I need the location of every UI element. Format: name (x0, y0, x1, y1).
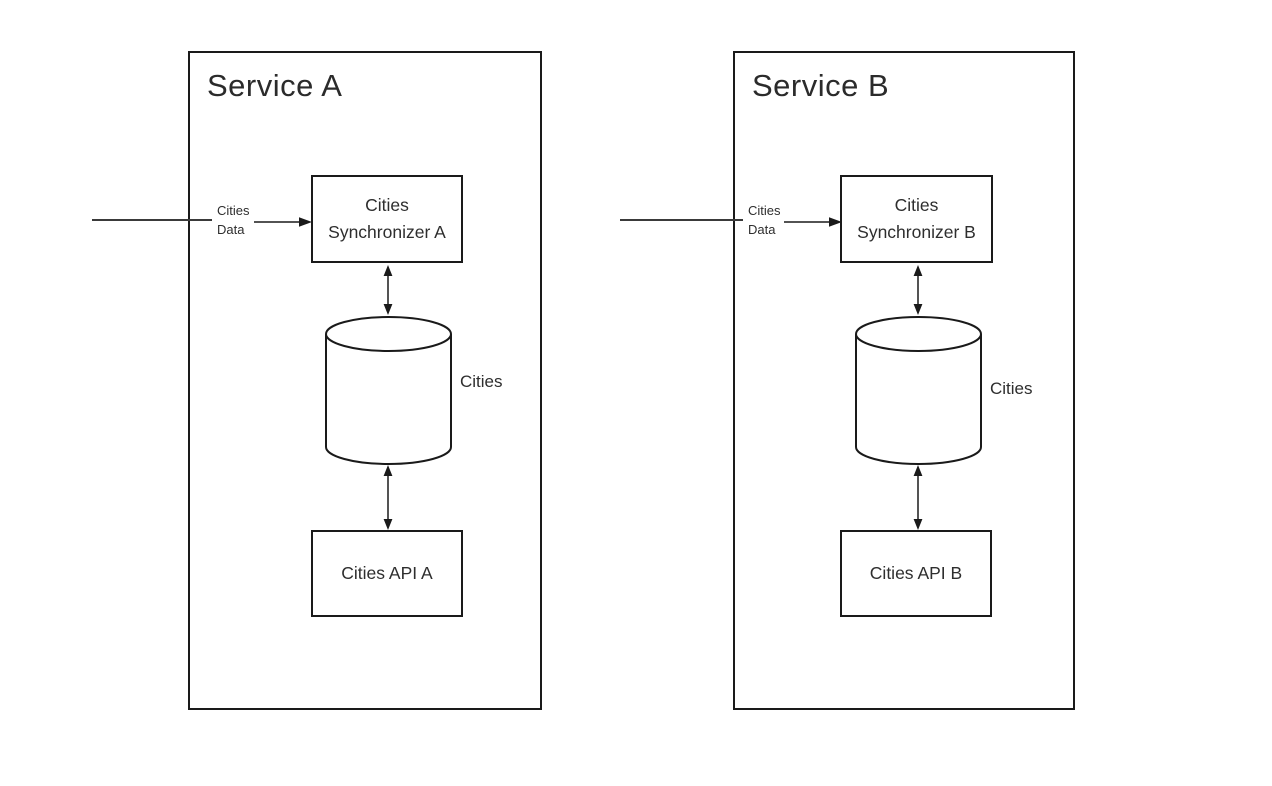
service-a-input-line (92, 219, 212, 221)
service-b-title: Service B (752, 68, 890, 103)
service-a-panel: Service A Cities Data Cities Synchronize… (188, 51, 542, 710)
input-label-line1: Cities (748, 203, 781, 218)
synchronizer-label-line1: Cities (894, 195, 939, 215)
sync-db-bidirectional-arrow-icon (381, 265, 395, 315)
service-a-title: Service A (207, 68, 343, 103)
service-b-synchronizer-box: Cities Synchronizer B (840, 175, 993, 263)
service-b-input-line (620, 219, 743, 221)
service-a-api-box: Cities API A (311, 530, 463, 617)
input-arrow-icon (784, 214, 842, 230)
database-cylinder-icon (854, 315, 983, 467)
service-a-synchronizer-box: Cities Synchronizer A (311, 175, 463, 263)
sync-db-bidirectional-arrow-icon (911, 265, 925, 315)
service-b-panel: Service B Cities Data Cities Synchronize… (733, 51, 1075, 710)
database-cylinder-icon (324, 315, 453, 467)
input-arrow-icon (254, 214, 312, 230)
service-b-api-box: Cities API B (840, 530, 992, 617)
synchronizer-label-line1: Cities (365, 195, 409, 215)
input-label-line1: Cities (217, 203, 250, 218)
service-a-database-label: Cities (460, 372, 503, 391)
input-label-line2: Data (748, 222, 776, 237)
api-label: Cities API A (341, 563, 433, 583)
db-api-bidirectional-arrow-icon (911, 465, 925, 530)
synchronizer-label-line2: Synchronizer A (328, 222, 446, 242)
service-b-database-label: Cities (990, 379, 1033, 398)
service-b-input-label: Cities Data (748, 201, 781, 239)
input-label-line2: Data (217, 222, 245, 237)
synchronizer-label-line2: Synchronizer B (857, 222, 976, 242)
db-api-bidirectional-arrow-icon (381, 465, 395, 530)
api-label: Cities API B (869, 563, 963, 583)
service-a-input-label: Cities Data (217, 201, 250, 239)
